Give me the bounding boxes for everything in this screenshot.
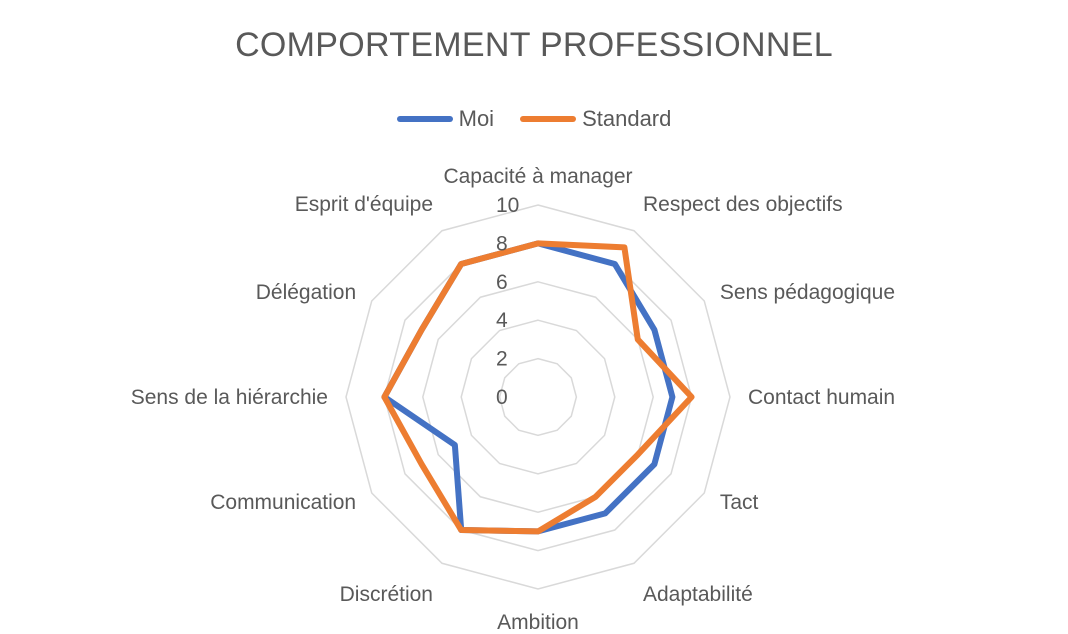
grid-ring-2 <box>460 319 616 475</box>
legend-swatch-series-1 <box>396 116 453 122</box>
radial-tick-label: 6 <box>496 271 508 294</box>
radial-tick-label: 2 <box>496 348 508 371</box>
legend-label-series-2: Standard <box>582 106 672 131</box>
grid-ring-1 <box>498 357 578 437</box>
category-label: Contact humain <box>748 386 895 409</box>
category-label: Capacité à manager <box>443 165 632 188</box>
category-label: Délégation <box>256 281 356 304</box>
legend-swatch-series-2 <box>520 116 577 122</box>
chart-title: COMPORTEMENT PROFESSIONNEL <box>235 26 833 64</box>
category-label: Sens de la hiérarchie <box>131 386 328 409</box>
category-label: Adaptabilité <box>643 583 753 606</box>
radial-tick-label: 0 <box>496 386 508 409</box>
radial-tick-label: 8 <box>496 232 508 255</box>
legend: Moi Standard <box>0 106 1068 132</box>
series-line-2[interactable] <box>381 240 695 535</box>
category-label: Ambition <box>497 611 579 634</box>
legend-item-series-2[interactable]: Standard <box>520 106 671 132</box>
legend-item-series-1[interactable]: Moi <box>396 106 495 132</box>
category-label: Discrétion <box>340 583 433 606</box>
category-label: Esprit d'équipe <box>295 193 433 216</box>
category-label: Tact <box>720 491 759 514</box>
category-label: Respect des objectifs <box>643 193 843 216</box>
radial-tick-labels: 0 2 4 6 8 10 <box>496 194 519 409</box>
radar-series <box>381 240 695 535</box>
radial-tick-label: 4 <box>496 309 508 332</box>
category-label: Communication <box>210 491 356 514</box>
legend-label-series-1: Moi <box>458 106 495 131</box>
grid-ring-5 <box>345 204 731 590</box>
grid-ring-4 <box>383 242 693 552</box>
category-label: Sens pédagogique <box>720 281 895 304</box>
radial-tick-label: 10 <box>496 194 519 217</box>
